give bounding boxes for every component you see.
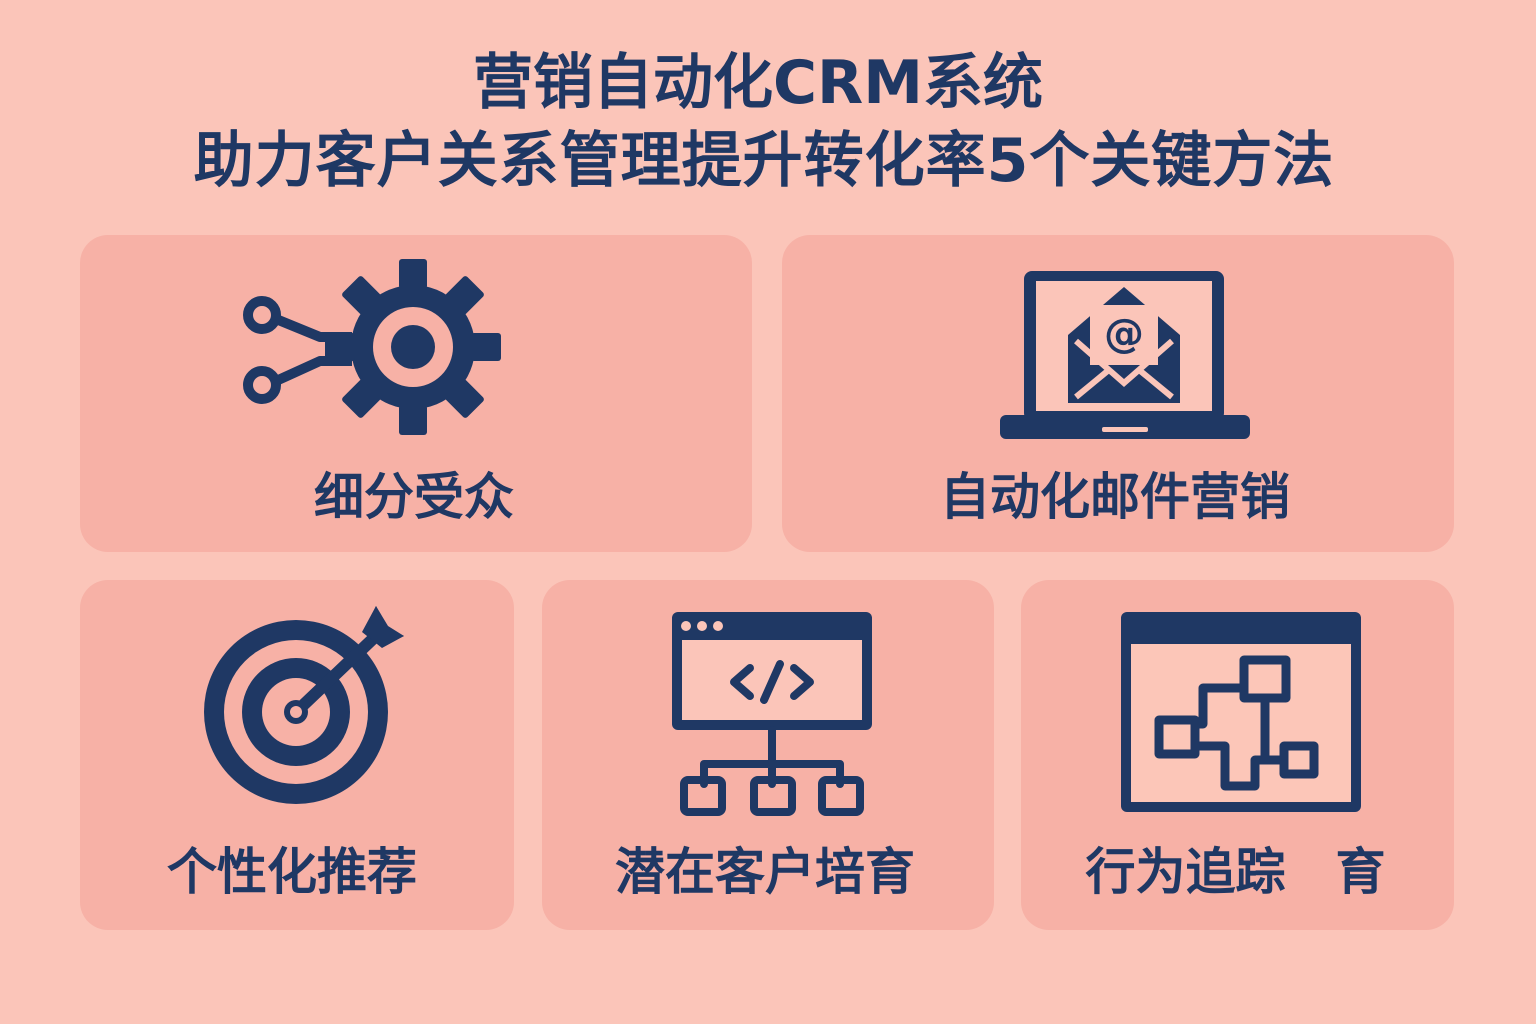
- page-title-line2: 助力客户关系管理提升转化率5个关键方法: [193, 126, 1335, 196]
- card-behavior-tracking: 行为追踪 育: [1021, 580, 1454, 930]
- card-label: 细分受众: [314, 468, 514, 526]
- card-label: 潜在客户培育: [615, 843, 915, 901]
- card-label: 个性化推荐: [167, 843, 417, 901]
- card-automated-email-marketing: @ 自动化邮件营销: [782, 235, 1454, 552]
- card-audience-segmentation: 细分受众: [80, 235, 752, 552]
- card-personalized-recommendation: 个性化推荐: [80, 580, 514, 930]
- code-window-hierarchy-icon: [672, 612, 872, 816]
- gear-network-icon: [243, 259, 501, 435]
- card-label: 自动化邮件营销: [940, 468, 1290, 526]
- svg-text:@: @: [1104, 311, 1144, 357]
- laptop-email-icon: @: [1000, 271, 1250, 439]
- window-flowchart-icon: [1121, 612, 1361, 812]
- target-arrow-icon: [204, 606, 404, 804]
- page-title-line1: 营销自动化CRM系统: [473, 48, 1043, 118]
- card-lead-nurturing: 潜在客户培育: [542, 580, 994, 930]
- card-label: 行为追踪 育: [1085, 843, 1386, 901]
